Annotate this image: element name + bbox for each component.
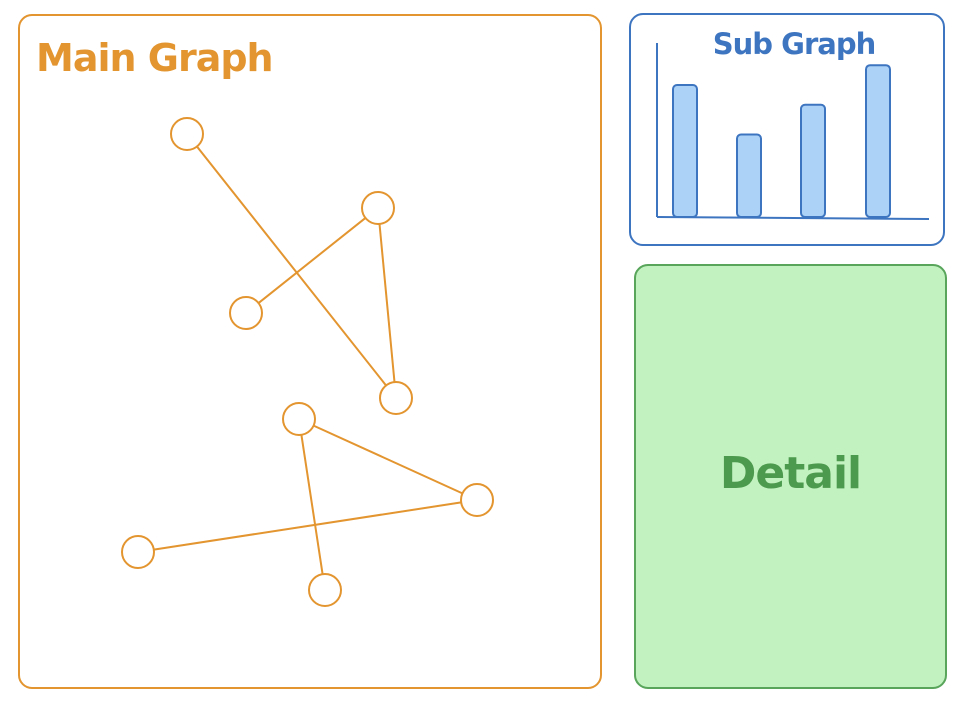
- sub-graph-panel: Sub Graph: [629, 13, 945, 246]
- bar-1: [672, 84, 698, 218]
- detail-panel: Detail: [634, 264, 947, 689]
- main-graph-panel: Main Graph: [18, 14, 602, 689]
- detail-title: Detail: [719, 448, 862, 499]
- edge-n6-n7: [152, 501, 463, 551]
- bar-2: [736, 133, 762, 218]
- edge-n2-n3: [257, 216, 367, 305]
- edge-n2-n4: [378, 222, 396, 384]
- main-graph-canvas: [121, 117, 494, 607]
- main-graph-title: Main Graph: [36, 36, 274, 80]
- sub-graph-chart: [656, 43, 930, 220]
- edge-n1-n4: [195, 145, 388, 387]
- x-axis: [656, 216, 930, 220]
- bar-3: [800, 103, 826, 218]
- edge-n5-n6: [312, 424, 464, 495]
- graph-node-n8: [308, 573, 342, 607]
- graph-node-n4: [379, 381, 413, 415]
- graph-node-n2: [361, 191, 395, 225]
- sub-graph-title: Sub Graph: [712, 27, 876, 61]
- graph-node-n5: [282, 402, 316, 436]
- graph-node-n7: [121, 535, 155, 569]
- graph-node-n6: [460, 483, 494, 517]
- graph-node-n3: [229, 296, 263, 330]
- edge-n5-n8: [300, 433, 324, 576]
- bar-4: [865, 64, 891, 219]
- graph-node-n1: [170, 117, 204, 151]
